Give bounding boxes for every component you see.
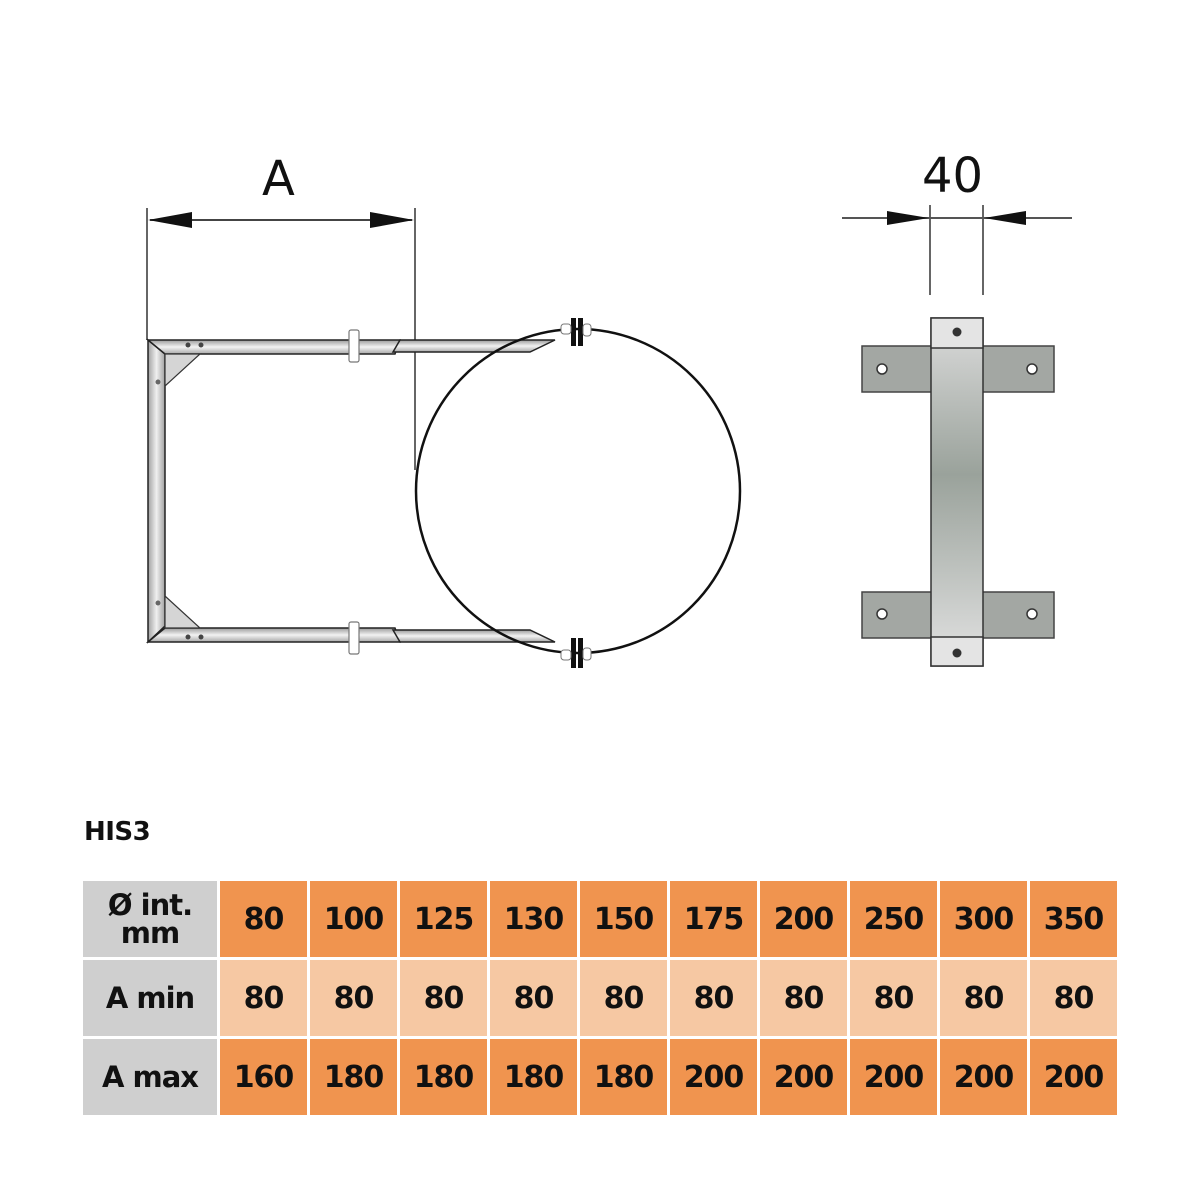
telescopic-arms: [391, 339, 556, 643]
cell: 200: [760, 1039, 847, 1115]
row-a-max: A max 160 180 180 180 180 200 200 200 20…: [83, 1039, 1117, 1115]
cell: 150: [580, 881, 667, 957]
row-header-a-min: A min: [83, 960, 217, 1036]
row-a-min: A min 80 80 80 80 80 80 80 80 80 80: [83, 960, 1117, 1036]
row-header-a-max: A max: [83, 1039, 217, 1115]
header-line-1: Ø int.: [107, 888, 193, 922]
clamp-bolts: [560, 318, 592, 668]
cell: 180: [310, 1039, 397, 1115]
cell: 200: [940, 1039, 1027, 1115]
cell: 80: [310, 960, 397, 1036]
model-label: HIS3: [84, 817, 151, 847]
cell: 175: [670, 881, 757, 957]
dimension-a: [146, 208, 416, 470]
cell: 80: [670, 960, 757, 1036]
cell: 300: [940, 881, 1027, 957]
cell: 80: [940, 960, 1027, 1036]
spec-table: Ø int.mm 80 100 125 130 150 175 200 250 …: [80, 878, 1120, 1118]
dimension-label-40: 40: [922, 148, 984, 204]
cell: 160: [220, 1039, 307, 1115]
wall-bracket-frame: [145, 329, 402, 655]
cell: 180: [580, 1039, 667, 1115]
cell: 80: [760, 960, 847, 1036]
dimension-label-a: A: [262, 151, 295, 207]
header-line-2: mm: [120, 916, 180, 950]
cell: 80: [490, 960, 577, 1036]
cell: 180: [490, 1039, 577, 1115]
vertical-strap: [930, 317, 984, 667]
cell: 180: [400, 1039, 487, 1115]
cell: 80: [850, 960, 937, 1036]
cell: 130: [490, 881, 577, 957]
cell: 200: [670, 1039, 757, 1115]
bracket-drawing-svg: [145, 205, 1072, 668]
cell: 200: [760, 881, 847, 957]
row-internal-diameter: Ø int.mm 80 100 125 130 150 175 200 250 …: [83, 881, 1117, 957]
technical-drawing: A 40: [145, 148, 1072, 668]
row-header-diameter: Ø int.mm: [83, 881, 217, 957]
cell: 200: [1030, 1039, 1117, 1115]
cell: 250: [850, 881, 937, 957]
cell: 80: [1030, 960, 1117, 1036]
cell: 80: [400, 960, 487, 1036]
cell: 350: [1030, 881, 1117, 957]
cell: 125: [400, 881, 487, 957]
cell: 100: [310, 881, 397, 957]
cell: 80: [580, 960, 667, 1036]
cell: 80: [220, 881, 307, 957]
cell: 200: [850, 1039, 937, 1115]
cell: 80: [220, 960, 307, 1036]
dimension-40: [842, 205, 1072, 295]
pipe-clamp-ring: [414, 327, 742, 655]
